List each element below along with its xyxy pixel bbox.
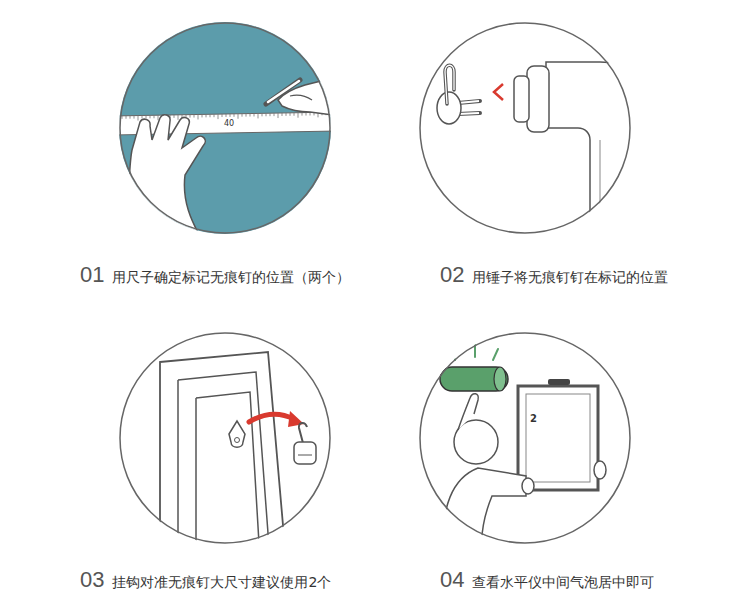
person-hand: [594, 461, 606, 479]
step-caption: 01 用尺子确定标记无痕钉的位置（两个）: [80, 262, 350, 288]
frame-bracket: [548, 379, 570, 385]
nail-pin: [458, 101, 479, 103]
nail-pin: [458, 113, 480, 114]
step-text: 查看水平仪中间气泡居中即可: [472, 574, 654, 592]
person-arm: [458, 394, 478, 430]
move-arrowhead: [288, 411, 304, 427]
step-number: 01: [80, 262, 104, 288]
frame-inner: [178, 372, 270, 560]
step-circle: 03挂钩对准无痕钉大尺寸建议使用2个: [119, 332, 331, 544]
frame-inner: [526, 394, 590, 482]
circle-border: [420, 333, 630, 543]
teal-ground: [110, 15, 340, 245]
person-hand: [522, 478, 534, 494]
hanger-line: [298, 455, 312, 456]
hammer-collar: [527, 66, 549, 132]
circle-border: [420, 23, 630, 233]
circle-outline: [119, 332, 331, 544]
circle-border: [120, 23, 330, 233]
right-hand: [278, 74, 340, 116]
picture-frame: [518, 386, 598, 490]
hook-hole: [235, 438, 240, 443]
left-hand: [125, 115, 205, 245]
step-circle: 02用锤子将无痕钉钉在标记的位置: [419, 22, 631, 234]
nail-hook: [445, 65, 454, 104]
ruler-scene: [110, 15, 340, 245]
step-number: 03: [80, 567, 104, 593]
frame-outer: [160, 352, 286, 560]
hammer-body: [546, 62, 652, 250]
step-text: 用尺子确定标记无痕钉的位置（两个）: [112, 269, 350, 287]
step-number: 02: [440, 262, 464, 288]
circle-border: [120, 333, 330, 543]
motion-chevron: [494, 84, 503, 100]
step-text: 用锤子将无痕钉钉在标记的位置: [472, 269, 668, 287]
nail-hook: [445, 65, 454, 104]
hammer-face: [514, 76, 529, 122]
hanger-hook: [299, 423, 307, 443]
nail-disc: [437, 92, 461, 124]
ruler-number: 40: [223, 120, 235, 128]
handle-shade: [600, 140, 601, 250]
hammer-scene: [437, 62, 652, 250]
door-panel: [196, 392, 260, 560]
move-arrow: [249, 414, 294, 422]
nail-pin: [458, 101, 480, 103]
hanger-base: [294, 442, 316, 464]
spirit-level: [440, 367, 508, 391]
level-end: [494, 367, 506, 391]
step-circle: 04查看水平仪中间气泡居中即可: [419, 332, 631, 544]
nail-hook: [229, 421, 245, 447]
frame-number: 2: [529, 414, 538, 424]
circle-outline: [119, 22, 331, 234]
step-number: 04: [440, 567, 464, 593]
door-scene: [160, 352, 316, 560]
step-caption: 03 挂钩对准无痕钉大尺寸建议使用2个: [80, 567, 331, 593]
step-caption: 04 查看水平仪中间气泡居中即可: [440, 567, 654, 593]
step-circle: 01用尺子确定标记无痕钉的位置（两个）: [119, 22, 331, 234]
step-caption: 02 用锤子将无痕钉钉在标记的位置: [440, 262, 668, 288]
circle-outline: [419, 332, 631, 544]
step-text: 挂钩对准无痕钉大尺寸建议使用2个: [112, 574, 331, 592]
finger-line: [290, 95, 312, 100]
circle-outline: [419, 22, 631, 234]
